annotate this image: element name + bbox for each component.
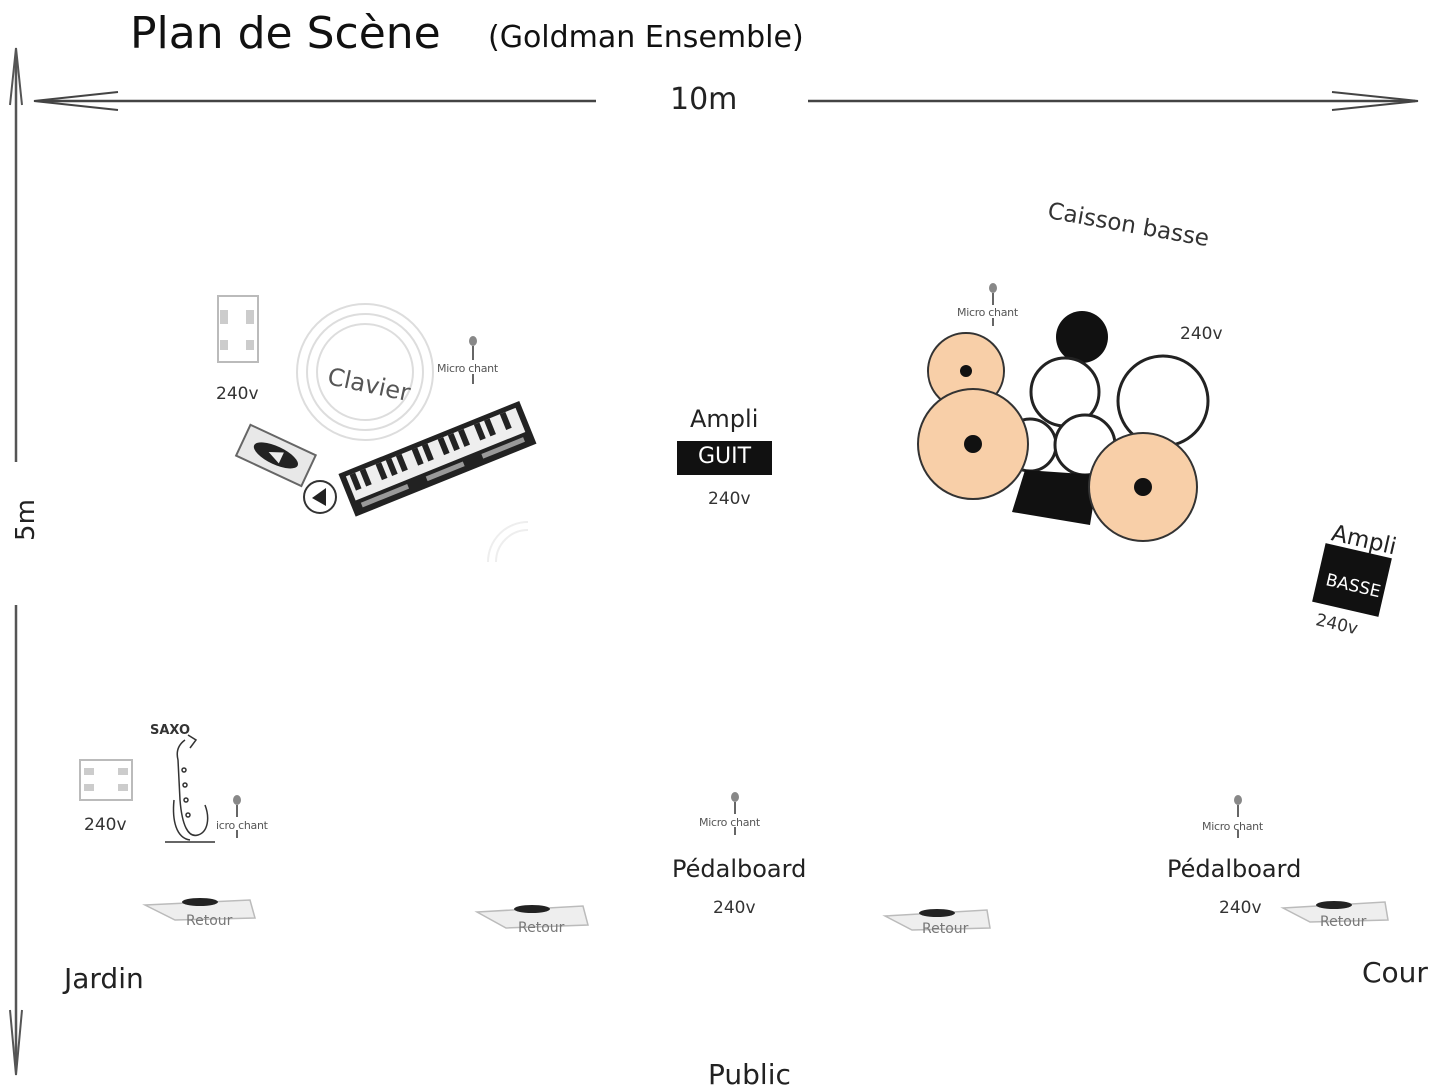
monitor-label-4: Retour bbox=[1320, 914, 1367, 930]
pedal-icon bbox=[303, 480, 337, 514]
monitor-wedge-3 bbox=[882, 909, 991, 931]
sax-label: SAXO bbox=[150, 723, 191, 738]
keyboard-icon bbox=[338, 400, 537, 517]
keyboard-speaker-icon bbox=[234, 423, 318, 488]
depth-dimension-arrow bbox=[9, 47, 23, 1076]
guitar-amp-title: Ampli bbox=[690, 405, 759, 433]
drums-power-label: 240v bbox=[1180, 324, 1223, 344]
sax-stand-icon bbox=[79, 759, 133, 801]
sax-power-label: 240v bbox=[84, 815, 127, 835]
monitor-wedge-2 bbox=[474, 905, 589, 929]
keyboard-stand-icon bbox=[217, 295, 259, 363]
guitar-amp-power: 240v bbox=[708, 489, 751, 509]
keyboard-zone-circles bbox=[296, 303, 434, 441]
pedalboard-label-1: Pédalboard bbox=[672, 855, 807, 883]
guitar-amp-box bbox=[677, 441, 772, 475]
guitar-amp-badge: GUIT bbox=[697, 444, 752, 469]
mic-label-keyboard: Micro chant bbox=[437, 362, 498, 375]
monitor-wedge-1 bbox=[142, 898, 256, 921]
bass-amp-box bbox=[1312, 543, 1392, 617]
mic-icon-center bbox=[731, 792, 739, 835]
mic-icon-sax bbox=[233, 795, 241, 838]
width-dimension-arrow bbox=[33, 91, 1419, 111]
faint-arcs bbox=[487, 521, 529, 563]
mic-label-right: Micro chant bbox=[1202, 820, 1263, 833]
stage-width-label: 10m bbox=[670, 82, 738, 117]
saxophone-icon bbox=[165, 734, 215, 843]
keyboard-power-label: 240v bbox=[216, 384, 259, 404]
mic-icon-keyboard bbox=[469, 336, 477, 384]
stage-left-label: Jardin bbox=[64, 962, 144, 995]
stage-right-label: Cour bbox=[1362, 956, 1428, 989]
audience-label: Public bbox=[708, 1058, 791, 1091]
mic-label-center: Micro chant bbox=[699, 816, 760, 829]
mic-label-drums: Micro chant bbox=[957, 306, 1018, 319]
monitor-label-3: Retour bbox=[922, 921, 969, 937]
page-subtitle: (Goldman Ensemble) bbox=[488, 20, 804, 55]
pedalboard-power-1: 240v bbox=[713, 898, 756, 918]
mic-label-sax: icro chant bbox=[216, 819, 268, 832]
mic-icon-right bbox=[1234, 795, 1242, 838]
monitor-wedge-4 bbox=[1280, 901, 1389, 923]
pedalboard-power-2: 240v bbox=[1219, 898, 1262, 918]
monitor-label-2: Retour bbox=[518, 920, 565, 936]
stage-depth-label: 5m bbox=[11, 499, 41, 541]
pedalboard-label-2: Pédalboard bbox=[1167, 855, 1302, 883]
monitor-label-1: Retour bbox=[186, 913, 233, 929]
mic-icon-drums bbox=[989, 283, 997, 326]
page-title: Plan de Scène bbox=[130, 8, 441, 59]
drum-kit bbox=[917, 311, 1210, 542]
